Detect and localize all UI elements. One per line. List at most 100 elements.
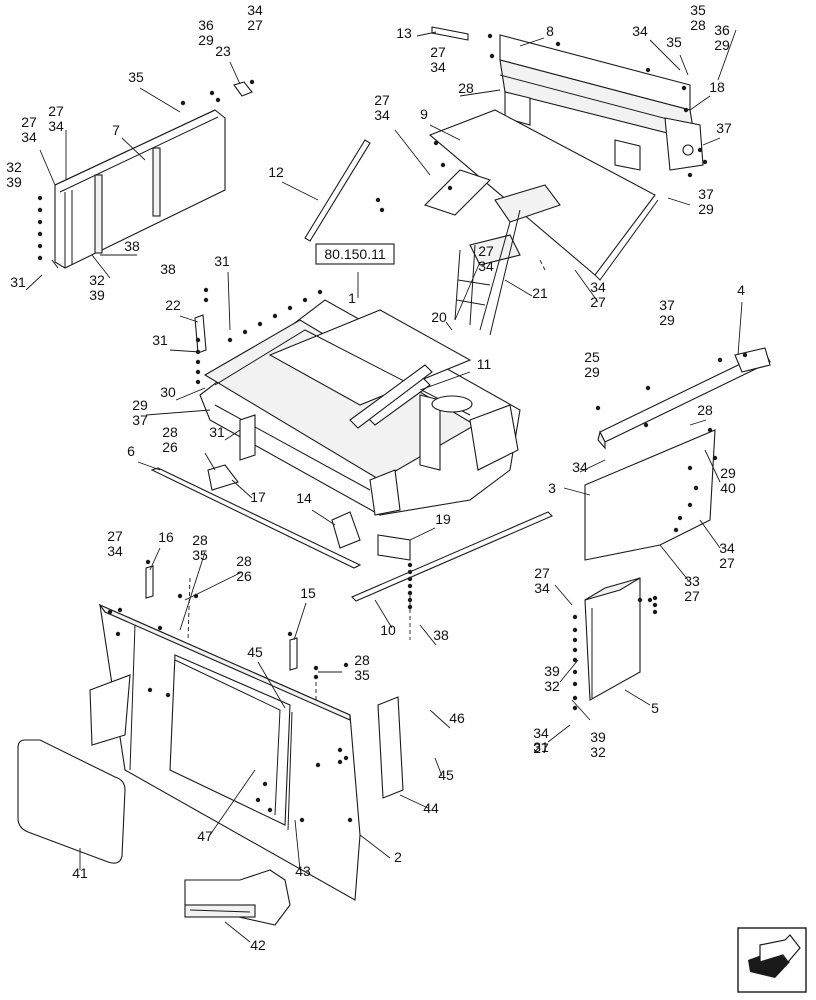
part-3-side-panel[interactable] — [584, 429, 716, 561]
callout-c31_a-line-0: 31 — [10, 274, 26, 290]
part-15-bracket[interactable] — [289, 637, 298, 671]
leader-line-43 — [547, 724, 571, 743]
part-44-post[interactable] — [377, 696, 404, 799]
leader-line-38 — [175, 387, 206, 401]
part-12-strip[interactable] — [304, 139, 371, 242]
part-41-glass[interactable] — [17, 739, 126, 864]
fastener-47 — [687, 502, 693, 508]
reference-box[interactable]: 80.150.11 — [315, 243, 395, 265]
callout-c46-line-0: 46 — [449, 710, 465, 726]
fastener-72 — [287, 631, 293, 637]
part-13-bracket[interactable] — [431, 26, 469, 41]
fastener-84 — [147, 687, 153, 693]
callout-c34_27_b-line-1: 27 — [719, 555, 735, 571]
leader-line-41 — [169, 349, 201, 353]
fastener-15 — [683, 107, 689, 113]
fastener-38 — [717, 357, 723, 363]
callout-c27_34_g-line-1: 34 — [534, 580, 550, 596]
fastener-76 — [107, 609, 113, 615]
leader-line-1 — [359, 834, 391, 859]
fastener-27 — [195, 349, 201, 355]
fastener-16 — [697, 147, 703, 153]
part-1-main-assembly[interactable] — [199, 299, 521, 516]
part-23-bracket[interactable] — [233, 81, 253, 97]
callout-c28_a-line-0: 28 — [458, 80, 474, 96]
leader-line-42 — [224, 429, 241, 441]
callout-c39_32_a-line-0: 39 — [544, 663, 560, 679]
fastener-50 — [407, 562, 413, 568]
part-5-lower-panel[interactable] — [584, 577, 641, 701]
part-16-bracket[interactable] — [145, 565, 154, 599]
fastener-88 — [267, 807, 273, 813]
callout-c27_34_c-line-0: 27 — [374, 92, 390, 108]
fastener-34 — [272, 313, 278, 319]
part-8-upper-frame[interactable] — [499, 34, 704, 171]
part-14-bracket[interactable] — [331, 511, 361, 549]
fastener-67 — [652, 602, 658, 608]
callout-c30-line-0: 30 — [160, 384, 176, 400]
fastener-4 — [37, 243, 43, 249]
fastener-64 — [572, 695, 578, 701]
leader-line-7 — [519, 37, 545, 47]
callout-c9-line-0: 9 — [420, 106, 428, 122]
leader-line-48 — [139, 87, 181, 113]
part-19-bracket[interactable] — [377, 534, 411, 561]
leader-line-55 — [419, 624, 437, 646]
callout-c15-line-0: 15 — [300, 585, 316, 601]
leader-line-21 — [179, 315, 199, 323]
fastener-78 — [157, 625, 163, 631]
fastener-31 — [317, 289, 323, 295]
leader-lines — [25, 29, 743, 943]
part-21-ladder[interactable] — [454, 184, 561, 336]
part-2-front-frame[interactable] — [89, 603, 361, 901]
part-7-left-panel[interactable] — [51, 109, 226, 269]
leader-line-53 — [667, 197, 691, 206]
leader-line-14 — [293, 602, 307, 641]
part-4-rail[interactable] — [597, 347, 771, 450]
callout-c5-line-0: 5 — [651, 700, 659, 716]
fastener-43 — [707, 427, 713, 433]
callout-c29_37-line-1: 37 — [132, 412, 148, 428]
callout-c34_27_top-line-1: 27 — [247, 17, 263, 33]
fastener-56 — [407, 604, 413, 610]
fastener-19 — [433, 140, 439, 146]
fastener-40 — [595, 405, 601, 411]
leader-line-61 — [434, 757, 443, 777]
leader-line-29 — [554, 584, 573, 606]
fastener-22 — [375, 197, 381, 203]
leader-line-3 — [737, 301, 743, 356]
callout-c27_34_d-line-1: 34 — [430, 59, 446, 75]
callout-c21-line-0: 21 — [532, 285, 548, 301]
fastener-83 — [115, 631, 121, 637]
fastener-24 — [203, 287, 209, 293]
part-10-strip[interactable] — [351, 511, 553, 602]
callout-c14-line-0: 14 — [296, 490, 312, 506]
callout-c27_34_f-line-1: 34 — [107, 543, 123, 559]
part-11-channel[interactable] — [349, 364, 433, 429]
callout-c32_39_a-line-0: 32 — [6, 159, 22, 175]
fastener-23 — [379, 207, 385, 213]
leader-line-33 — [184, 571, 243, 601]
leader-line-30 — [659, 544, 689, 581]
callout-c47-line-0: 47 — [197, 828, 213, 844]
part-22-bracket[interactable] — [194, 314, 207, 354]
fastener-54 — [407, 590, 413, 596]
part-42-detail[interactable] — [184, 869, 291, 926]
callout-c34_27_c-line-1: 27 — [533, 740, 549, 756]
leader-line-34 — [179, 551, 206, 631]
fastener-46 — [693, 485, 699, 491]
fastener-6 — [180, 100, 186, 106]
callout-c16-line-0: 16 — [158, 529, 174, 545]
callout-c33_27-line-1: 27 — [684, 588, 700, 604]
fastener-79 — [337, 747, 343, 753]
callout-c27_34_a-line-1: 34 — [48, 118, 64, 134]
fastener-37 — [227, 337, 233, 343]
fastener-26 — [195, 337, 201, 343]
callout-c34_27_a-line-1: 27 — [590, 294, 606, 310]
leader-line-59 — [399, 794, 429, 809]
fastener-70 — [177, 593, 183, 599]
callout-c17-line-0: 17 — [250, 489, 266, 505]
callout-c22-line-0: 22 — [165, 297, 181, 313]
fastener-11 — [489, 53, 495, 59]
part-17-bracket[interactable] — [207, 464, 239, 491]
